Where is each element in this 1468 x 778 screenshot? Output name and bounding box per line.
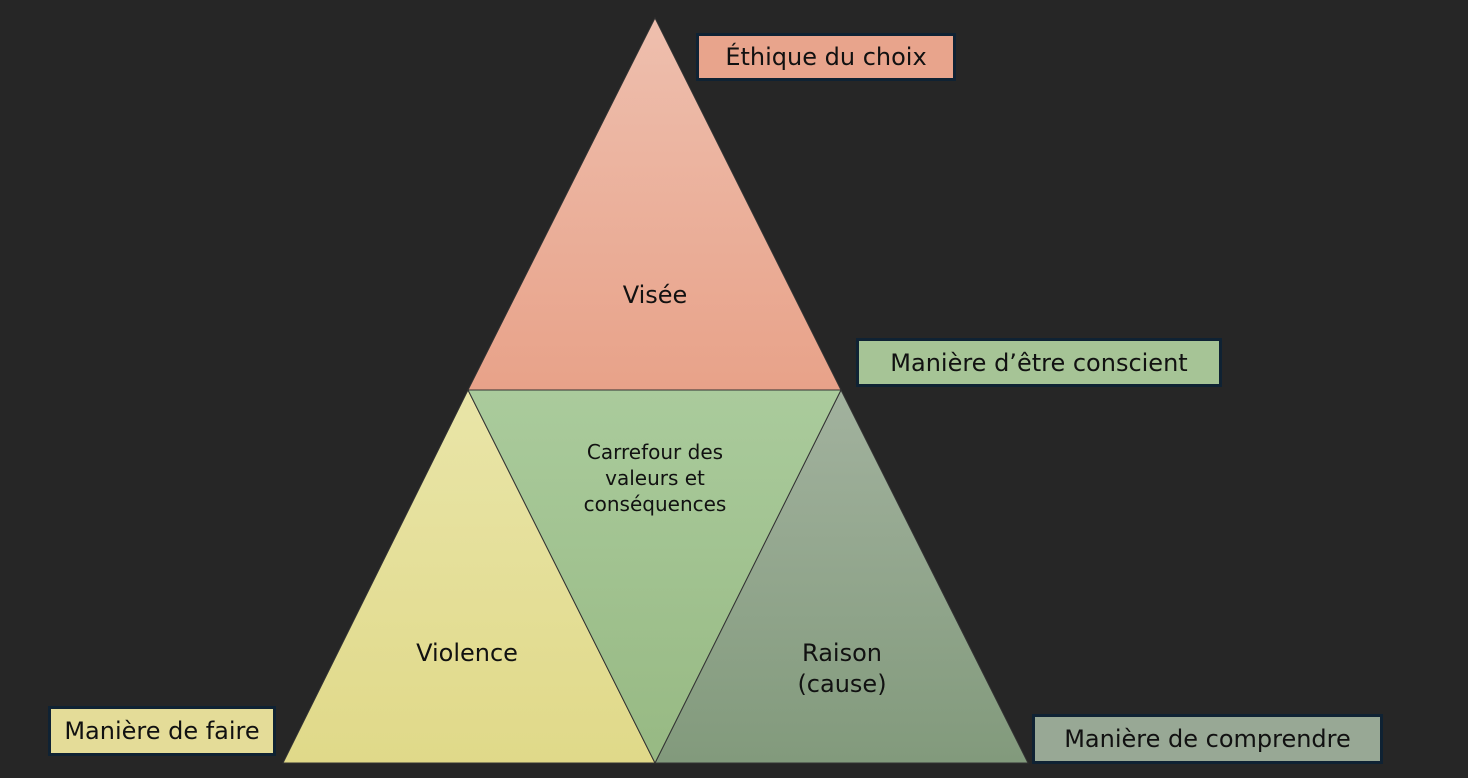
label-maniere-de-comprendre: Manière de comprendre bbox=[1032, 714, 1383, 764]
middle-text-line: valeurs et bbox=[605, 466, 705, 490]
label-ethique-du-choix: Éthique du choix bbox=[696, 33, 956, 81]
right-text-line: Raison bbox=[802, 639, 882, 667]
label-maniere-etre-conscient: Manière d’être conscient bbox=[856, 338, 1222, 387]
left-triangle-text: Violence bbox=[416, 639, 518, 667]
right-triangle-text: Raison (cause) bbox=[797, 638, 886, 700]
label-maniere-de-faire: Manière de faire bbox=[48, 706, 276, 756]
right-text-line: (cause) bbox=[797, 670, 887, 699]
top-triangle-text: Visée bbox=[622, 281, 688, 309]
middle-text-line: conséquences bbox=[583, 492, 727, 516]
middle-text-line: Carrefour des bbox=[586, 440, 724, 464]
middle-triangle-text: Carrefour des valeurs et conséquences bbox=[584, 439, 727, 517]
middle-triangle bbox=[467, 389, 842, 765]
